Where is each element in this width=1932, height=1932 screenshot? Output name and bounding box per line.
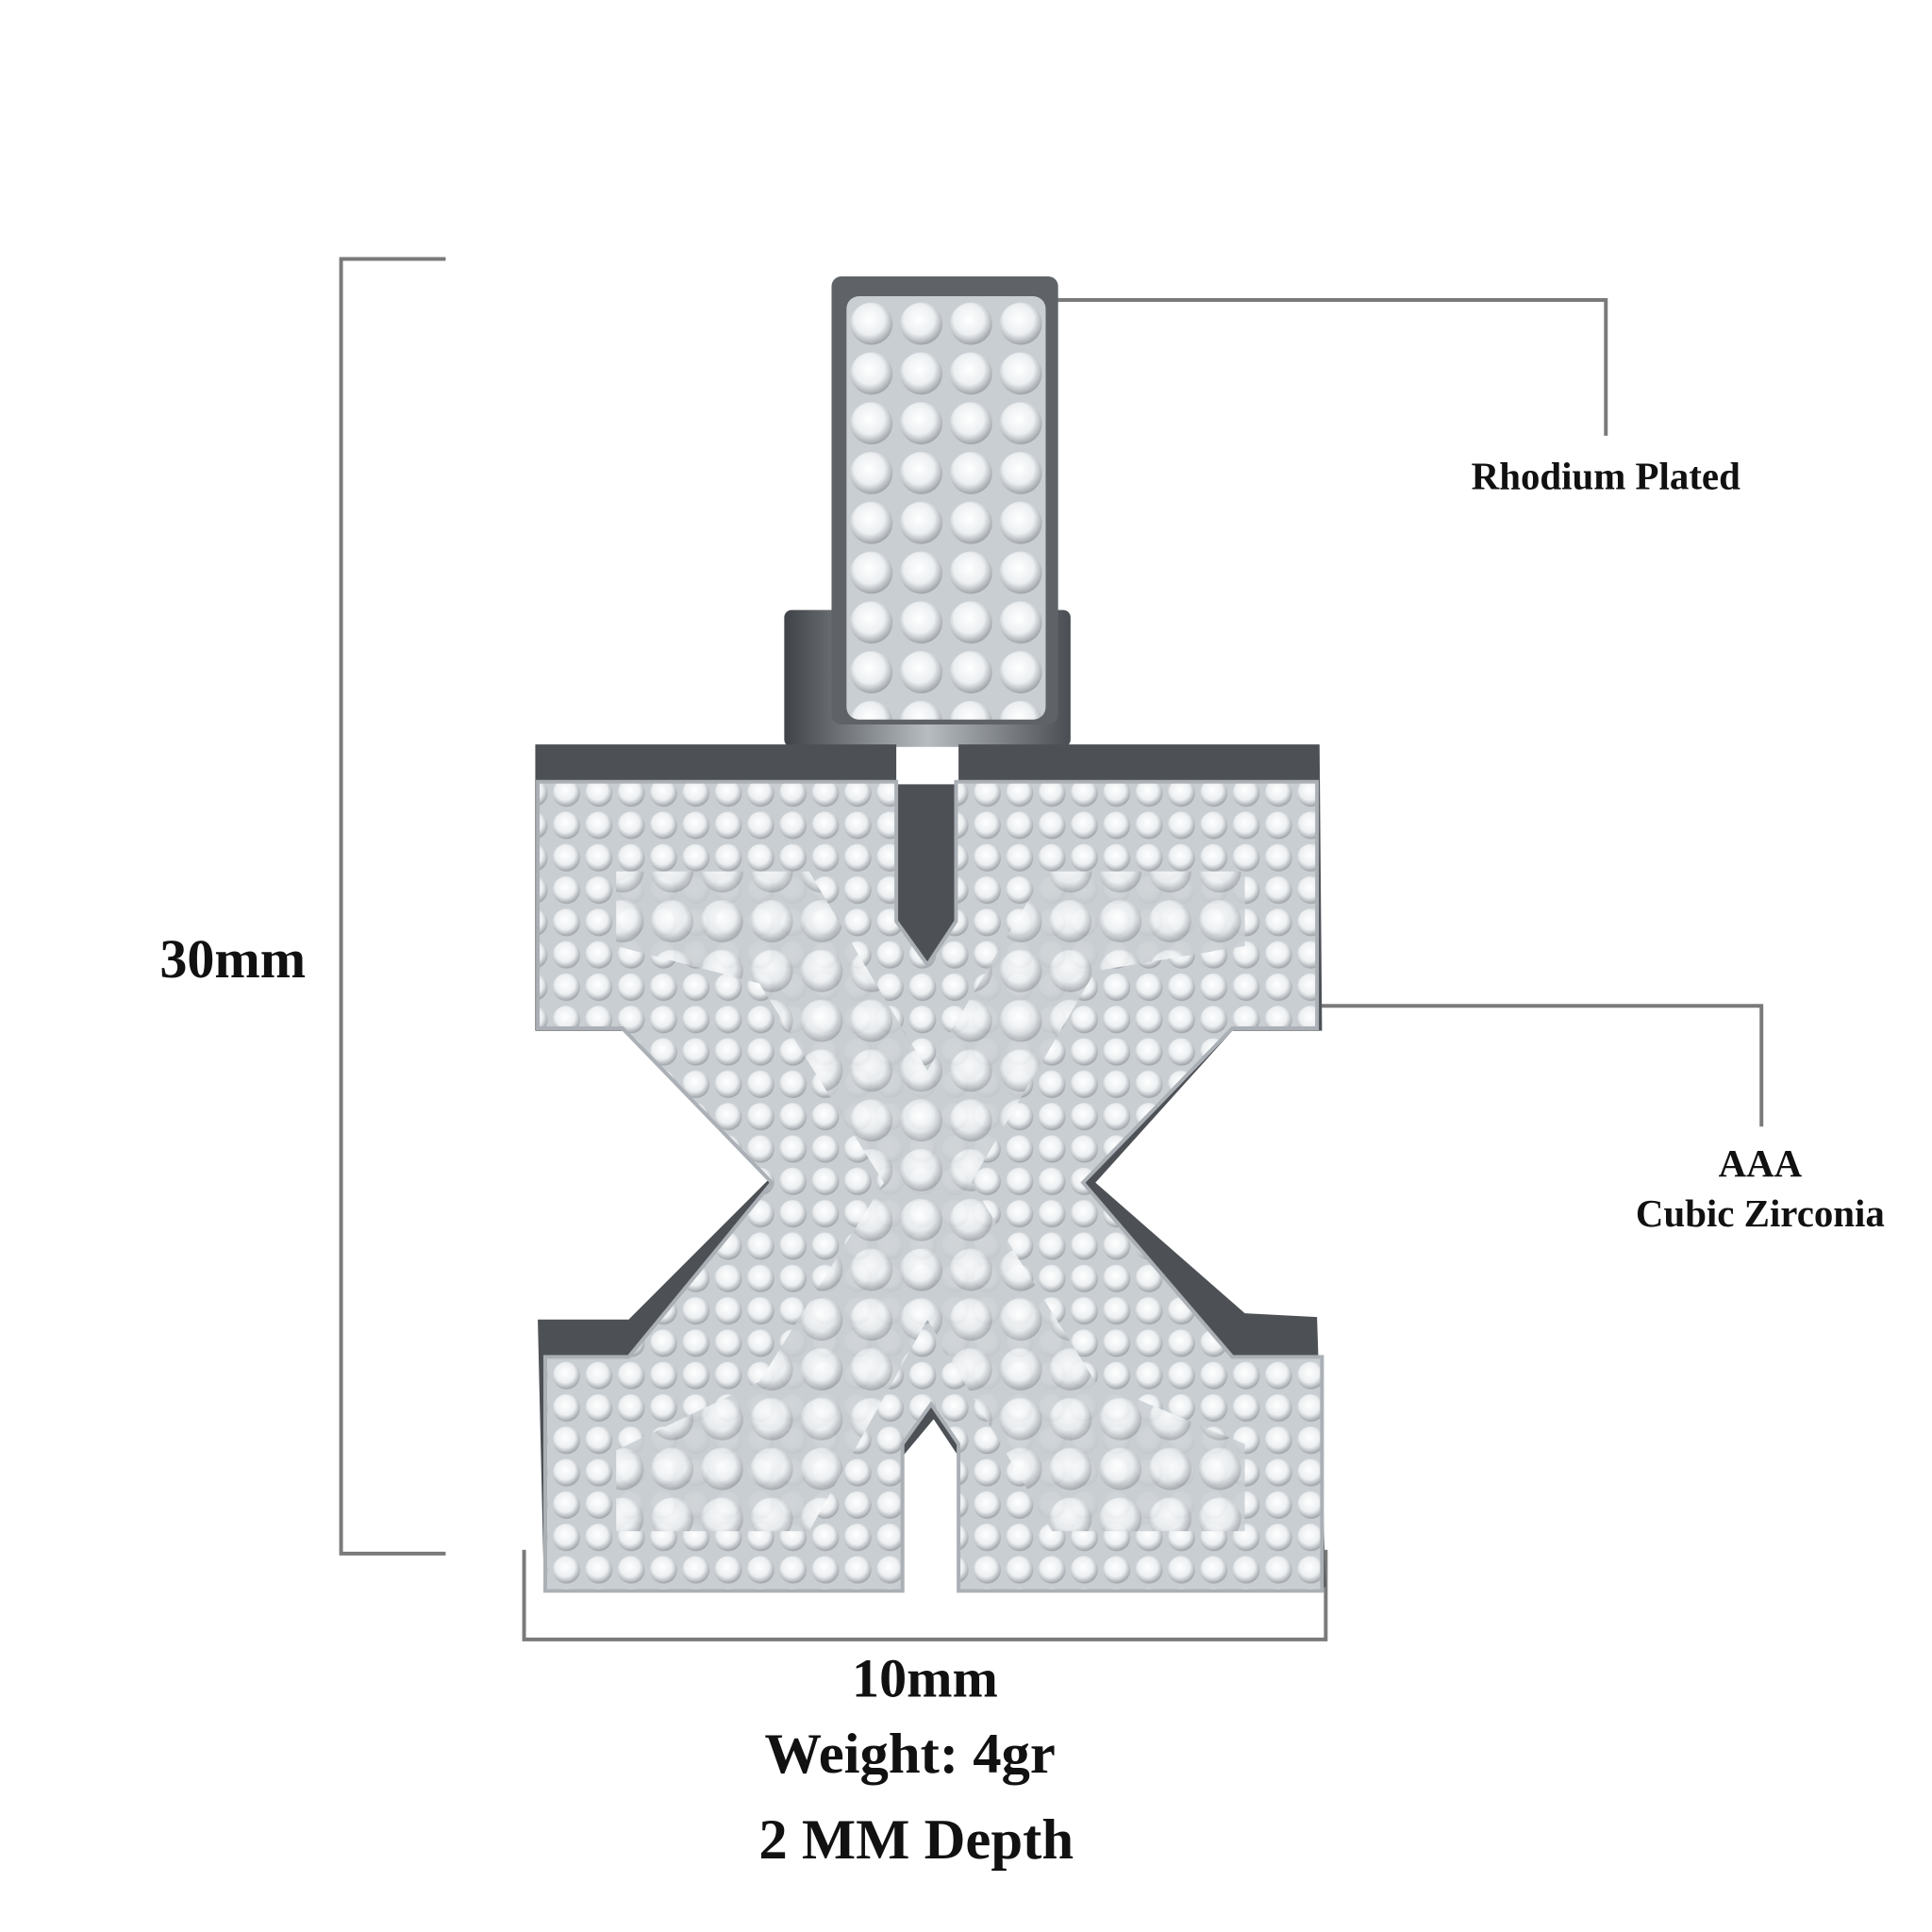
pendant-bail-stones [846, 296, 1046, 720]
height-dimension-line [339, 257, 446, 1556]
width-dimension-line [522, 1549, 1328, 1641]
plating-callout-label: Rhodium Plated [1472, 456, 1740, 498]
stone-callout-line [1132, 1004, 1764, 1127]
height-label: 30mm [159, 928, 306, 990]
pendant-x [535, 275, 1326, 1593]
width-label: 10mm [852, 1648, 998, 1709]
stone-grade-label: AAA [1719, 1142, 1803, 1185]
plating-callout-line [983, 298, 1608, 436]
stone-type-label: Cubic Zirconia [1636, 1192, 1885, 1235]
depth-label: 2 MM Depth [758, 1808, 1074, 1872]
weight-label: Weight: 4gr [764, 1723, 1055, 1786]
pendant-x-center-stones [616, 871, 1245, 1532]
